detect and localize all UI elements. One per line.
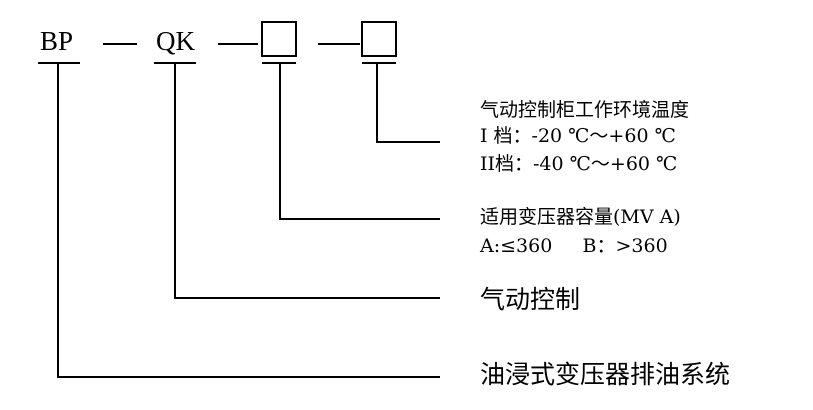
code-segment-qk: QK [156,26,195,56]
capacity-title: 适用变压器容量(MV A) [480,206,681,228]
placeholder-box-capacity [261,21,297,57]
leader-system [57,63,440,378]
leader-temperature [376,63,440,143]
temperature-range-2: II档：-40 ℃～+60 ℃ [480,153,678,175]
temperature-title: 气动控制柜工作环境温度 [480,99,690,121]
control-type-label: 气动控制 [480,285,581,314]
code-segment-bp: BP [40,26,74,56]
capacity-options: A:≤360 B：>360 [480,235,668,257]
placeholder-box-temperature [361,21,397,57]
temperature-range-1: I 档：-20 ℃～+60 ℃ [480,125,676,147]
leader-control [174,63,440,299]
leader-capacity [279,63,440,220]
system-name-label: 油浸式变压器排油系统 [480,360,731,389]
